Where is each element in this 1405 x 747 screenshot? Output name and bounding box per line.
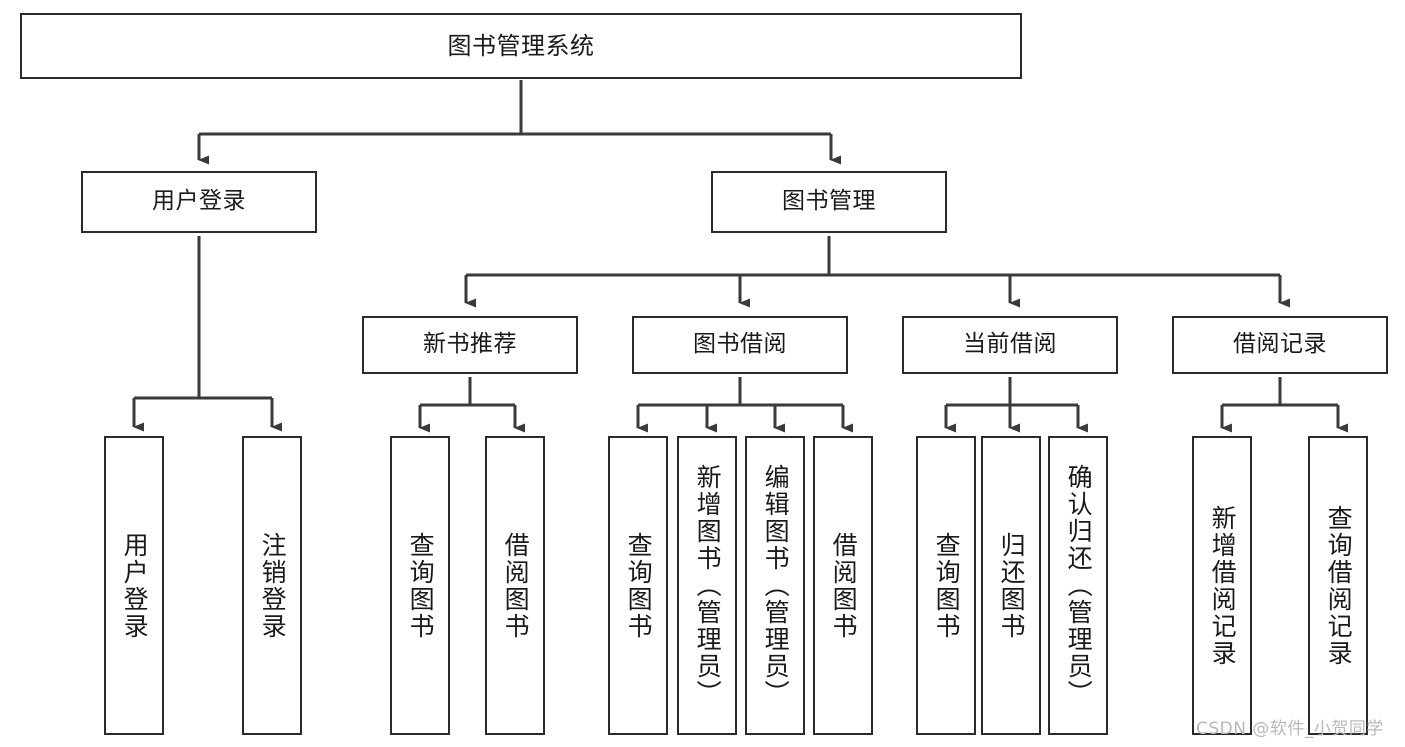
node-label: 注销登录 [258,531,288,640]
node-new-book-recommend[interactable]: 新书推荐 [362,316,578,374]
node-label: 图书管理系统 [447,31,595,60]
node-borrow-record[interactable]: 借阅记录 [1172,316,1388,374]
node-label: 借阅图书 [829,531,859,640]
node-current-borrow[interactable]: 当前借阅 [902,316,1118,374]
node-label: 图书管理 [782,188,876,215]
node-label: 用户登录 [120,531,150,640]
leaf-query-book-borrow[interactable]: 查询图书 [608,436,668,735]
node-label: 用户登录 [152,188,246,215]
leaf-edit-book-admin[interactable]: 编辑图书（管理员） [745,436,805,735]
node-book-management[interactable]: 图书管理 [711,171,947,233]
leaf-query-book-recommend[interactable]: 查询图书 [390,436,450,735]
node-label: 查询图书 [932,531,962,640]
node-label: 查询图书 [624,531,654,640]
leaf-borrow-book-recommend[interactable]: 借阅图书 [485,436,545,735]
node-root-system[interactable]: 图书管理系统 [20,13,1022,79]
node-label: 图书借阅 [693,331,787,358]
leaf-borrow-book[interactable]: 借阅图书 [813,436,873,735]
leaf-logout[interactable]: 注销登录 [242,436,302,735]
node-label: 新增借阅记录 [1208,504,1238,667]
node-label: 新书推荐 [423,331,517,358]
node-label: 查询借阅记录 [1324,504,1354,667]
leaf-return-book[interactable]: 归还图书 [981,436,1041,735]
leaf-query-book-current[interactable]: 查询图书 [916,436,976,735]
node-label: 确认归还（管理员） [1064,464,1094,707]
node-book-borrow[interactable]: 图书借阅 [632,316,848,374]
node-label: 借阅图书 [501,531,531,640]
node-label: 归还图书 [997,531,1027,640]
node-label: 借阅记录 [1233,331,1327,358]
node-label: 查询图书 [406,531,436,640]
node-label: 当前借阅 [963,331,1057,358]
leaf-add-book-admin[interactable]: 新增图书（管理员） [677,436,737,735]
leaf-user-login[interactable]: 用户登录 [104,436,164,735]
csdn-watermark: CSDN @软件_小贺同学 [1196,719,1384,739]
leaf-add-borrow-record[interactable]: 新增借阅记录 [1192,436,1252,735]
node-label: 编辑图书（管理员） [761,464,791,707]
leaf-confirm-return-admin[interactable]: 确认归还（管理员） [1048,436,1108,735]
leaf-query-borrow-record[interactable]: 查询借阅记录 [1308,436,1368,735]
node-user-login[interactable]: 用户登录 [81,171,317,233]
node-label: 新增图书（管理员） [693,464,723,707]
